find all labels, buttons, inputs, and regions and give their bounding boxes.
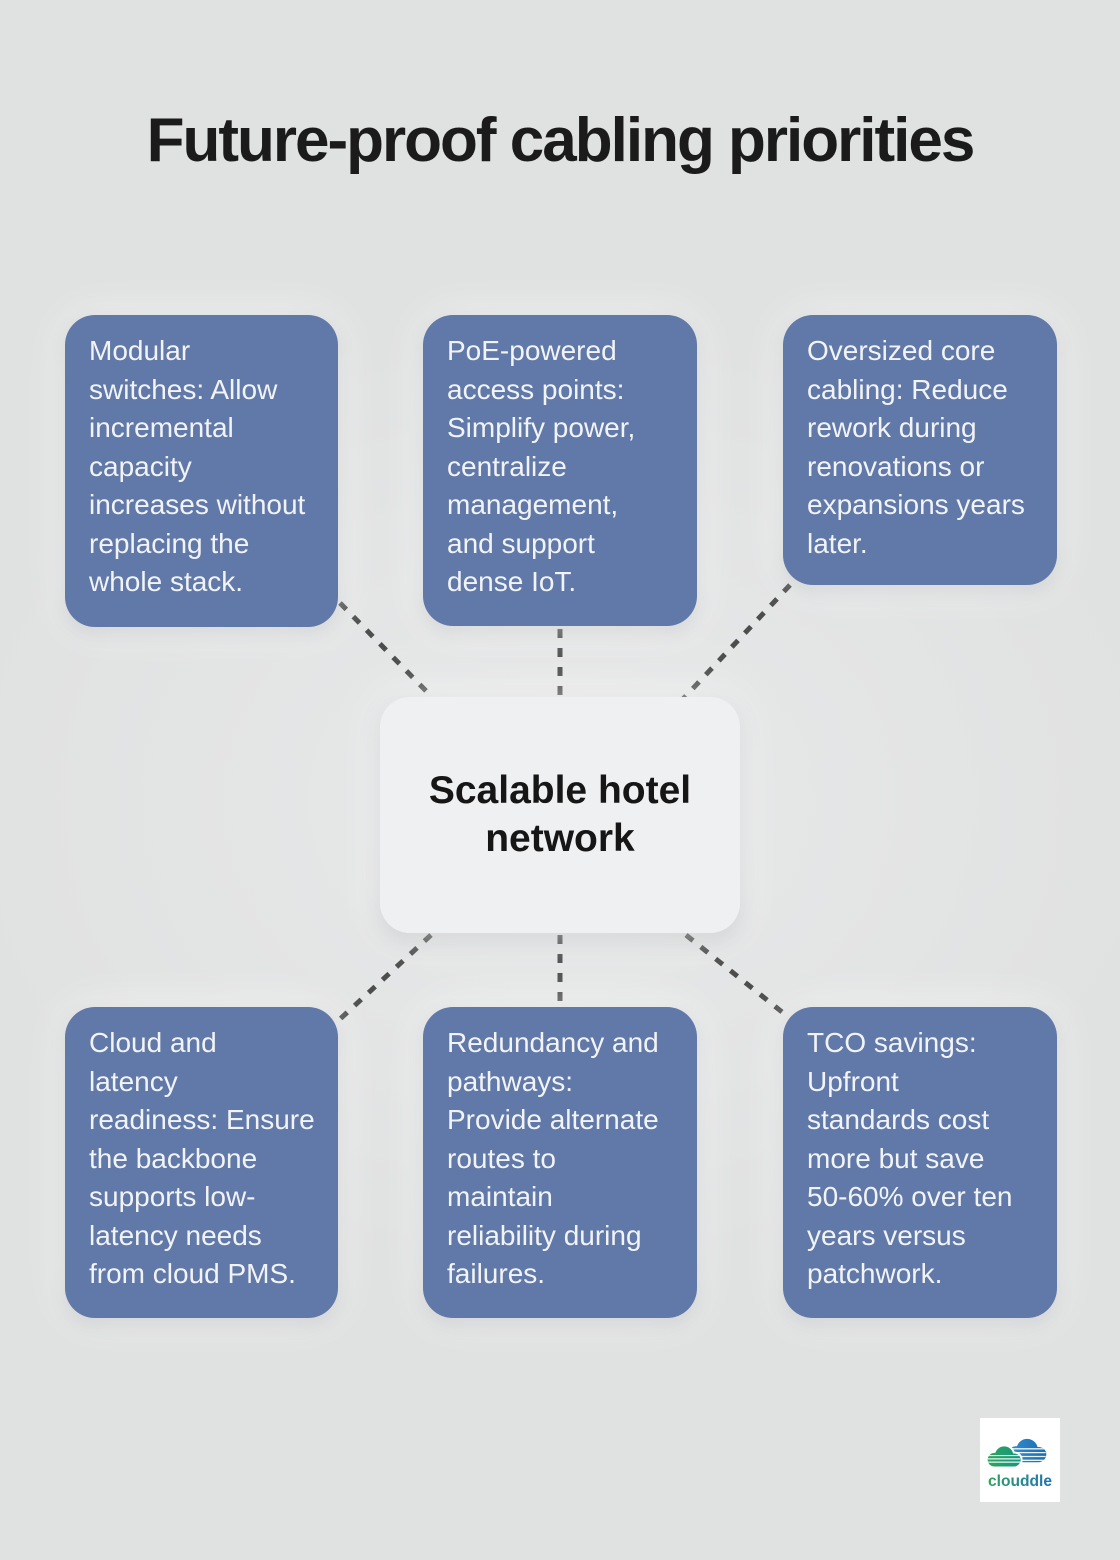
connector-top-right (681, 583, 792, 701)
card-poe-access-points-text: PoE-powered access points: Simplify powe… (447, 335, 636, 597)
card-redundancy-pathways-text: Redundancy and pathways: Provide alterna… (447, 1027, 659, 1289)
connector-bottom-right (684, 933, 794, 1022)
card-redundancy-pathways: Redundancy and pathways: Provide alterna… (423, 1007, 697, 1318)
card-modular-switches-text: Modular switches: Allow incremental capa… (89, 335, 306, 597)
center-node-label: Scalable hotel network (428, 769, 692, 860)
clouddle-cloud-icon: clouddle (985, 1438, 1052, 1490)
connector-bottom-left (337, 933, 433, 1022)
card-cloud-latency-readiness: Cloud and latency readiness: Ensure the … (65, 1007, 338, 1318)
card-oversized-core-cabling: Oversized core cabling: Reduce rework du… (783, 315, 1057, 585)
card-cloud-latency-readiness-text: Cloud and latency readiness: Ensure the … (89, 1027, 315, 1289)
card-modular-switches: Modular switches: Allow incremental capa… (65, 315, 338, 627)
card-oversized-core-cabling-text: Oversized core cabling: Reduce rework du… (807, 335, 1025, 559)
card-poe-access-points: PoE-powered access points: Simplify powe… (423, 315, 697, 626)
card-tco-savings: TCO savings: Upfront standards cost more… (783, 1007, 1057, 1318)
connector-top-left (338, 601, 432, 697)
clouddle-logo-text: clouddle (988, 1473, 1052, 1490)
card-tco-savings-text: TCO savings: Upfront standards cost more… (807, 1027, 1013, 1289)
center-node: Scalable hotel network (380, 697, 740, 933)
page-title: Future-proof cabling priorities (146, 106, 976, 175)
clouddle-logo: clouddle (980, 1418, 1060, 1502)
